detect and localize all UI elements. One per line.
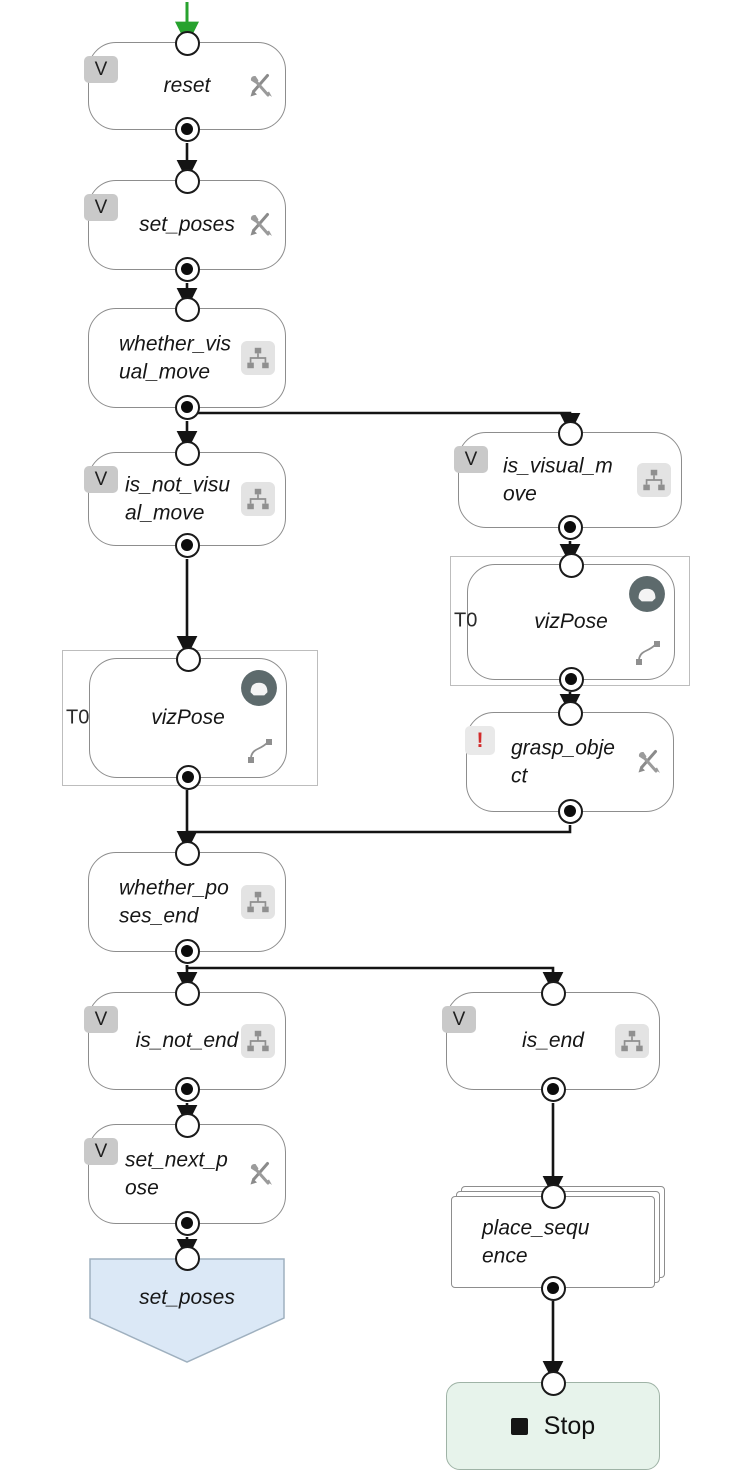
edge-grasp-merge [186, 825, 572, 834]
page-main: place_sequence [451, 1196, 655, 1288]
input-port[interactable] [557, 420, 583, 446]
node-label: is_end [522, 1029, 584, 1053]
node-label: reset [163, 74, 211, 98]
decorator-frame-left: T0 vizPose [62, 646, 318, 790]
node-set-poses[interactable]: V set_poses [84, 168, 286, 282]
v-badge[interactable]: V [84, 466, 118, 493]
path-icon [634, 639, 662, 667]
node-label: is_not_end [135, 1029, 239, 1053]
subtree-icon [637, 463, 671, 497]
input-port[interactable] [557, 700, 583, 726]
output-port[interactable] [175, 764, 201, 790]
v-badge[interactable]: V [84, 1006, 118, 1033]
node-label: Stop [543, 1411, 596, 1440]
stop-square-icon [510, 1417, 528, 1435]
input-port[interactable] [174, 1112, 200, 1138]
input-port[interactable] [174, 168, 200, 194]
v-badge[interactable]: V [84, 194, 118, 221]
visualization-icon [240, 669, 278, 707]
node-place-sequence[interactable]: place_sequence [451, 1183, 665, 1301]
v-badge[interactable]: V [454, 446, 488, 473]
input-port[interactable] [174, 840, 200, 866]
input-port[interactable] [174, 1245, 200, 1271]
node-label: whether_visual_move [119, 332, 232, 383]
visualization-icon [628, 575, 666, 613]
input-port[interactable] [540, 980, 566, 1006]
input-port[interactable] [175, 646, 201, 672]
node-is-end[interactable]: V is_end [442, 980, 660, 1102]
input-port[interactable] [174, 980, 200, 1006]
output-port[interactable] [174, 116, 200, 142]
tools-icon [246, 210, 276, 240]
tools-icon [634, 747, 664, 777]
tools-icon [246, 71, 276, 101]
output-port[interactable] [174, 532, 200, 558]
error-badge[interactable]: ! [465, 726, 495, 755]
node-label: vizPose [534, 610, 608, 634]
subtree-icon [241, 482, 275, 516]
output-port[interactable] [557, 514, 583, 540]
node-label: whether_poses_end [119, 876, 229, 927]
v-badge[interactable]: V [84, 1138, 118, 1165]
node-label: set_next_pose [125, 1148, 228, 1199]
node-set-next-pose[interactable]: V set_next_pose [84, 1112, 286, 1236]
edge-whetherposesend-isend [185, 965, 564, 993]
input-port[interactable] [174, 440, 200, 466]
output-port[interactable] [540, 1275, 566, 1301]
output-port[interactable] [558, 666, 584, 692]
node-is-not-visual-move[interactable]: V is_not_visual_move [84, 440, 286, 558]
node-is-visual-move[interactable]: V is_visual_move [454, 420, 682, 540]
output-port[interactable] [557, 798, 583, 824]
output-port[interactable] [174, 938, 200, 964]
node-grasp-object[interactable]: ! grasp_object [465, 700, 674, 824]
node-reset[interactable]: V reset [84, 30, 286, 142]
output-port[interactable] [174, 394, 200, 420]
node-label: vizPose [151, 706, 225, 730]
node-whether-poses-end[interactable]: whether_poses_end [88, 840, 286, 964]
node-label: is_not_visual_move [125, 473, 231, 524]
node-is-not-end[interactable]: V is_not_end [84, 980, 286, 1102]
subtree-icon [241, 885, 275, 919]
output-port[interactable] [540, 1076, 566, 1102]
node-label: is_visual_move [503, 454, 613, 505]
input-port[interactable] [174, 30, 200, 56]
v-badge[interactable]: V [84, 56, 118, 83]
v-badge[interactable]: V [442, 1006, 476, 1033]
node-goto-set-poses[interactable]: set_poses [89, 1245, 285, 1364]
node-whether-visual-move[interactable]: whether_visual_move [88, 296, 286, 420]
node-label: set_poses [139, 213, 235, 237]
input-port[interactable] [540, 1370, 566, 1396]
node-label: set_poses [139, 1286, 235, 1310]
subtree-icon [241, 1024, 275, 1058]
decorator-frame-right: T0 vizPose [450, 552, 690, 692]
frame-label: T0 [66, 706, 90, 729]
node-label: place_sequence [482, 1216, 590, 1267]
path-icon [246, 737, 274, 765]
input-port[interactable] [540, 1183, 566, 1209]
input-port[interactable] [174, 296, 200, 322]
output-port[interactable] [174, 1076, 200, 1102]
node-vizpose-right[interactable]: vizPose [467, 552, 675, 692]
frame-label: T0 [454, 609, 478, 632]
tools-icon [246, 1159, 276, 1189]
output-port[interactable] [174, 256, 200, 282]
node-stop[interactable]: Stop [446, 1370, 660, 1470]
stop-content: Stop [447, 1383, 659, 1469]
goto-shape [89, 1258, 285, 1363]
subtree-icon [615, 1024, 649, 1058]
edge-whethervisual-isvisual [197, 411, 581, 434]
output-port[interactable] [174, 1210, 200, 1236]
input-port[interactable] [558, 552, 584, 578]
node-vizpose-left[interactable]: vizPose [89, 646, 287, 790]
subtree-icon [241, 341, 275, 375]
node-label: grasp_object [511, 736, 615, 787]
